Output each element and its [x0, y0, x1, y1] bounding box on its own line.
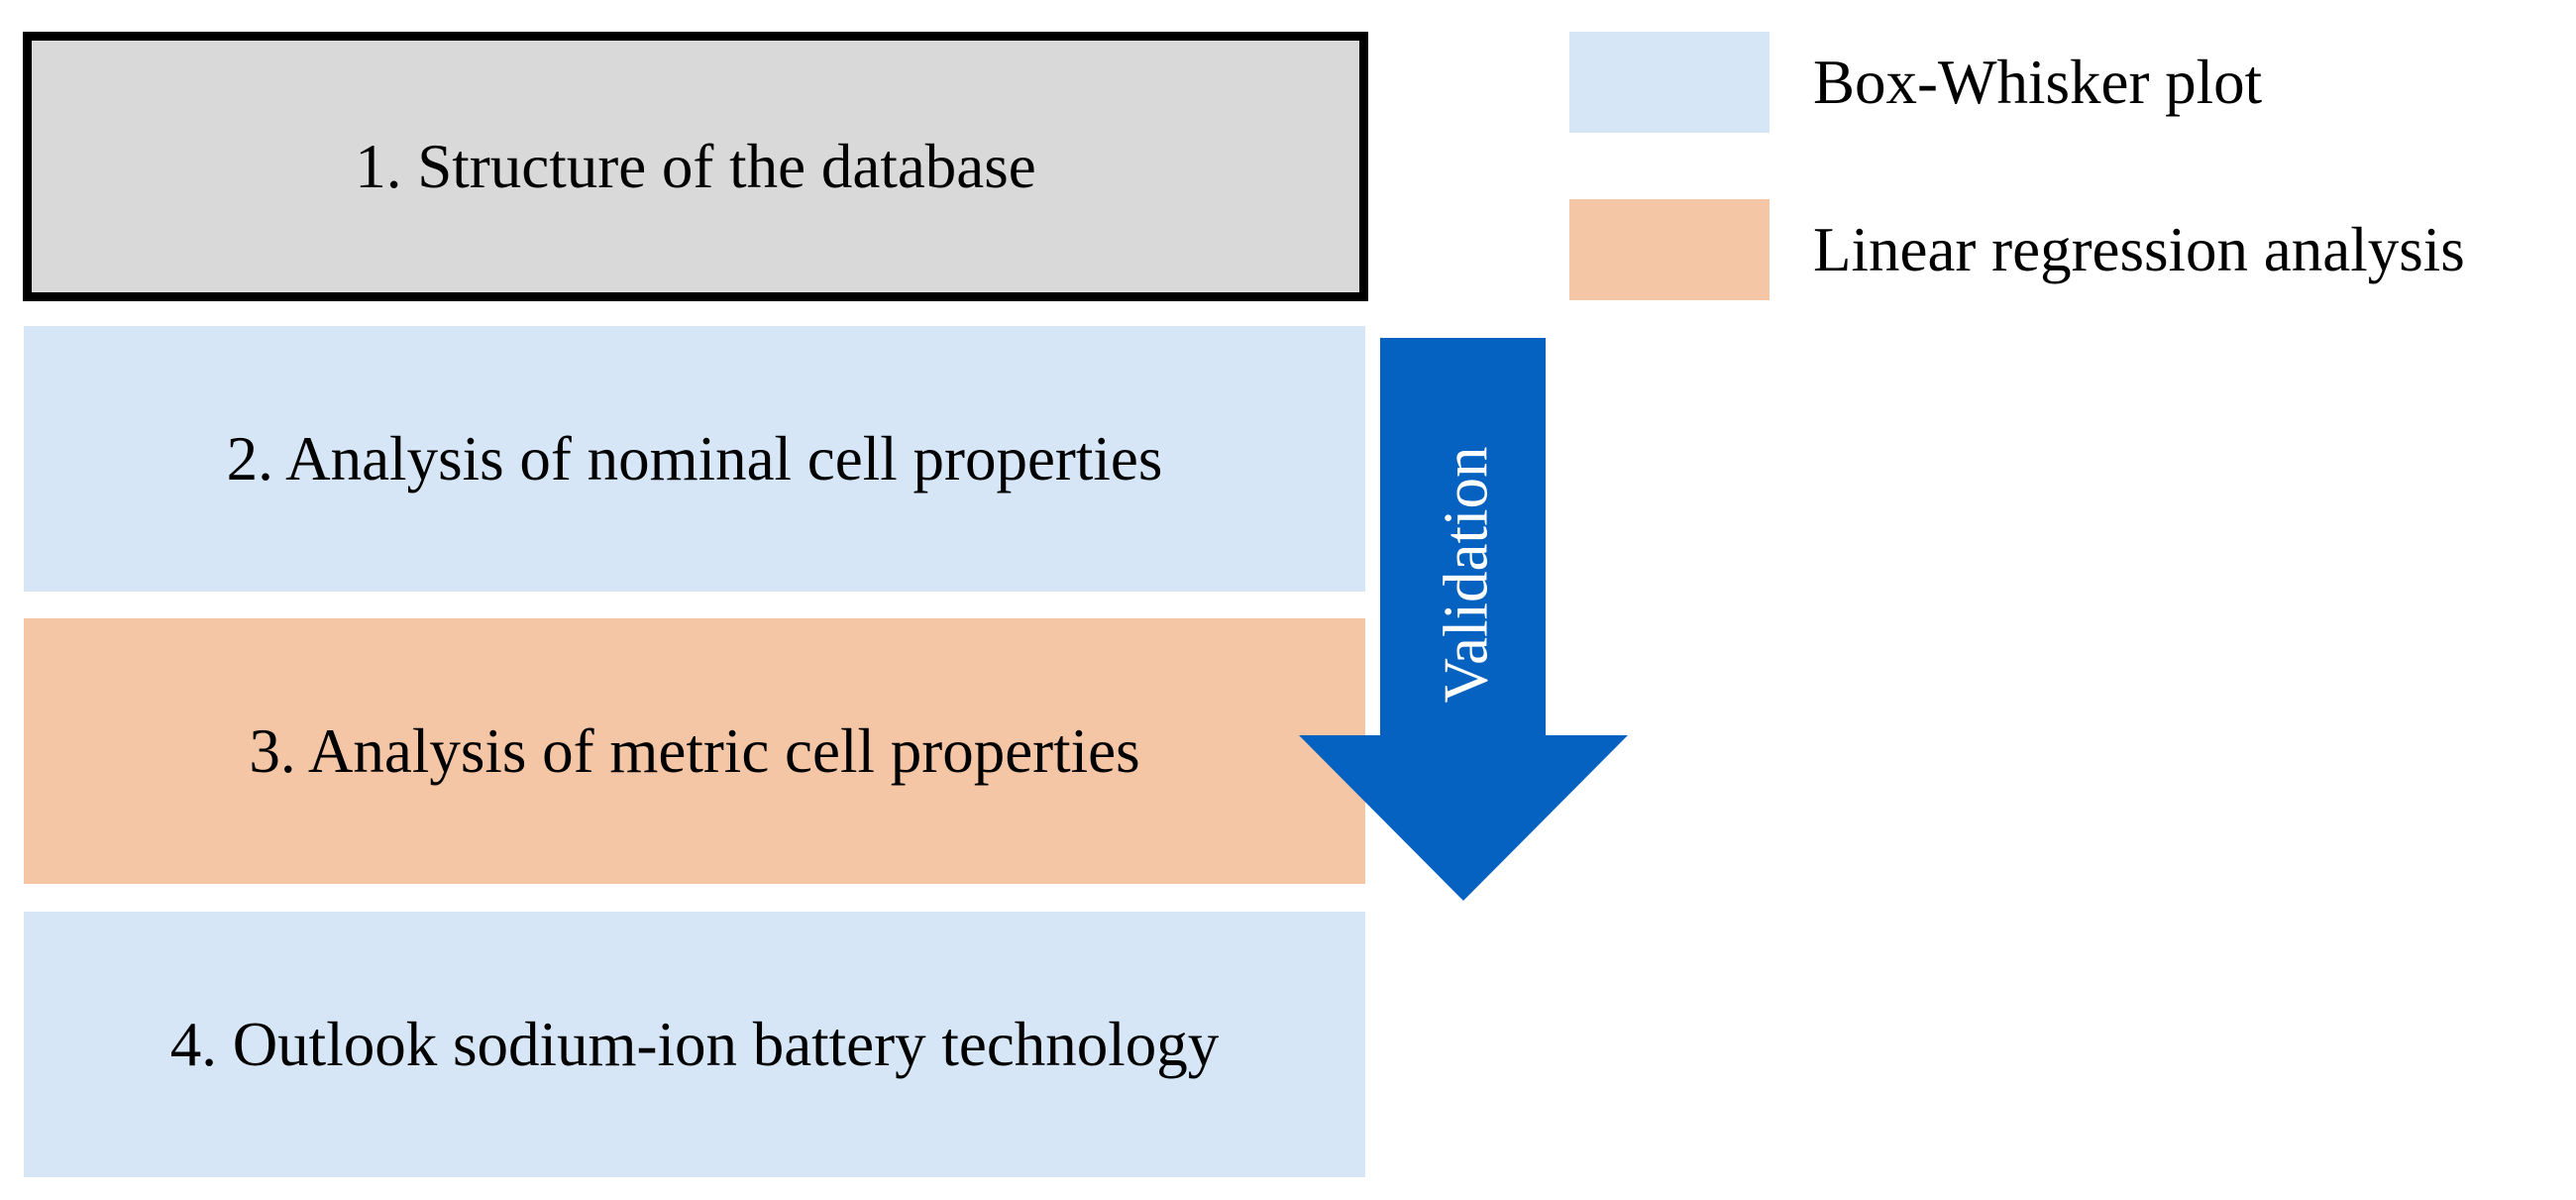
step-label: 3. Analysis of metric cell properties [249, 715, 1140, 786]
step-box-nominal: 2. Analysis of nominal cell properties [24, 326, 1365, 592]
validation-label: Validation [1431, 446, 1501, 704]
legend-swatch-box-whisker [1569, 32, 1770, 133]
validation-arrow [1299, 338, 1628, 901]
legend-label-box-whisker: Box-Whisker plot [1813, 48, 2263, 117]
step-label: 1. Structure of the database [355, 131, 1036, 201]
step-label: 4. Outlook sodium-ion battery technology [169, 1009, 1220, 1079]
step-box-metric: 3. Analysis of metric cell properties [24, 618, 1365, 884]
step-label: 2. Analysis of nominal cell properties [226, 423, 1163, 493]
step-box-outlook: 4. Outlook sodium-ion battery technology [24, 912, 1365, 1177]
legend-label-linear-regression: Linear regression analysis [1813, 215, 2465, 284]
step-box-structure: 1. Structure of the database [23, 32, 1368, 301]
legend-swatch-linear-regression [1569, 199, 1770, 300]
